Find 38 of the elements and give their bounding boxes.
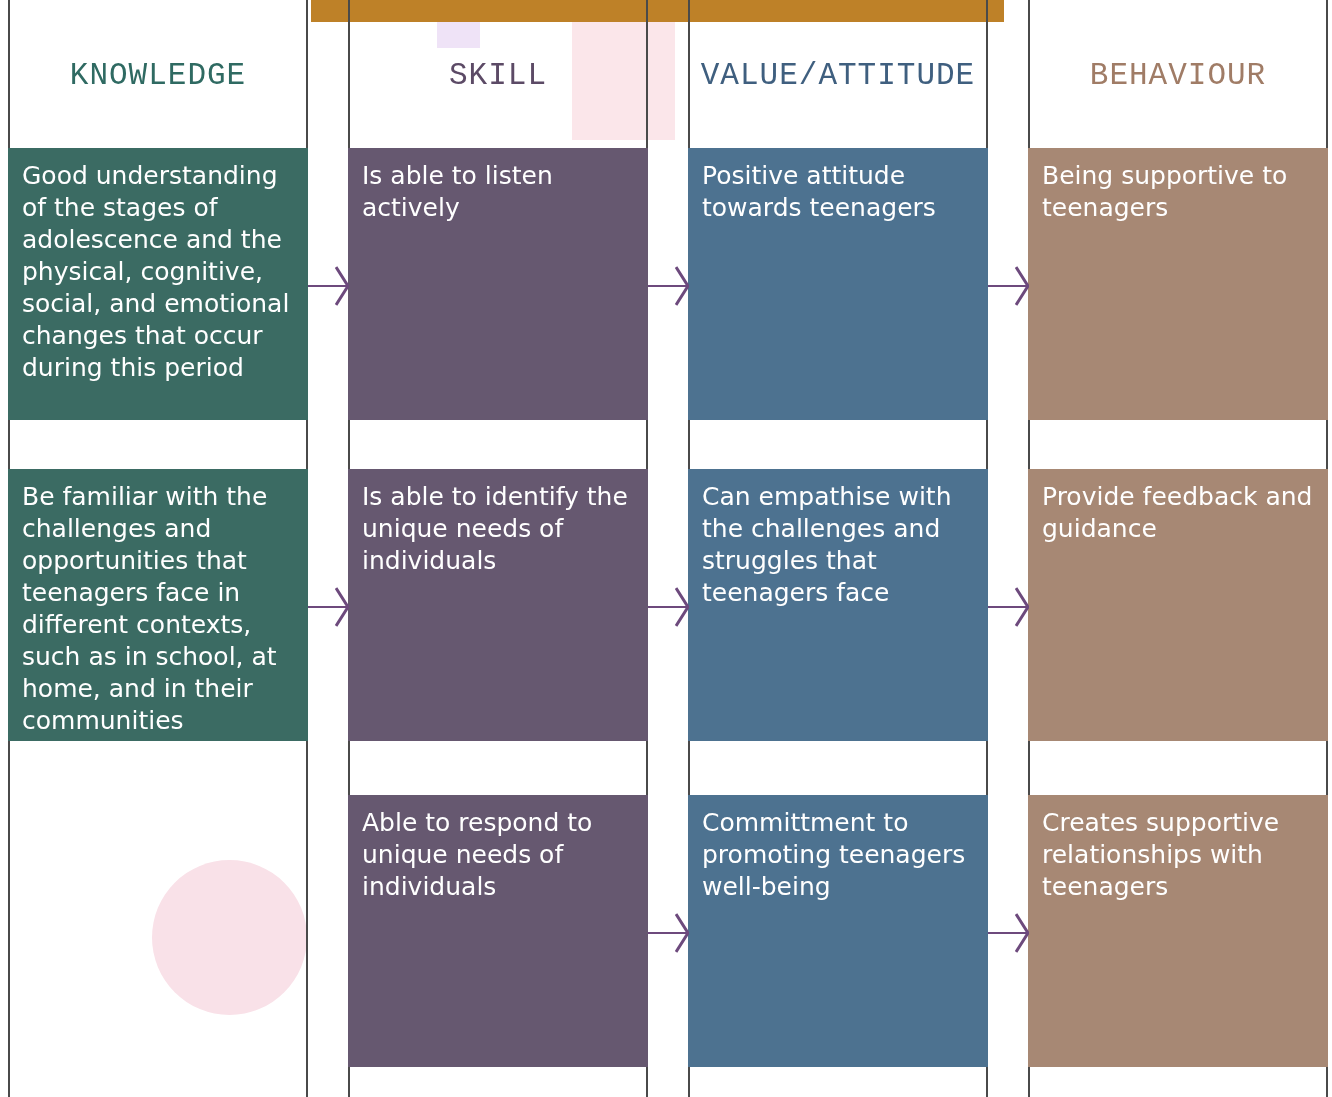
column-heading: SKILL <box>448 58 548 93</box>
chevron-arrow <box>647 265 690 307</box>
behaviour-card <box>1028 148 1328 420</box>
behaviour-card <box>1028 469 1328 741</box>
card-text: Able to respond to unique needs of individuals <box>362 807 594 903</box>
card-text: Provide feedback and guidance <box>1042 481 1314 545</box>
value-card <box>688 148 988 420</box>
card-text: Is able to identify the unique needs of individuals <box>362 481 629 577</box>
column-heading: BEHAVIOUR <box>1088 58 1268 93</box>
card-text: Being supportive to teenagers <box>1042 160 1289 224</box>
chevron-arrow <box>987 586 1030 628</box>
column-heading: VALUE/ATTITUDE <box>699 58 977 93</box>
knowledge-card <box>8 469 308 741</box>
skill-card <box>348 469 648 741</box>
column-heading: KNOWLEDGE <box>68 58 248 93</box>
knowledge-card <box>8 148 308 420</box>
chevron-arrow <box>987 265 1030 307</box>
chevron-arrow <box>307 265 350 307</box>
card-text: Be familiar with the challenges and opportunities that teenagers face in different contexts, such as in school, at home, and in their communities <box>22 481 278 737</box>
behaviour-card <box>1028 795 1328 1067</box>
skill-card <box>348 148 648 420</box>
chevron-arrow <box>647 586 690 628</box>
chevron-arrow <box>307 586 350 628</box>
chevron-arrow <box>987 912 1030 954</box>
value-card <box>688 795 988 1067</box>
skill-card <box>348 795 648 1067</box>
value-card <box>688 469 988 741</box>
card-text: Committment to promoting teenagers well-being <box>702 807 967 903</box>
card-text: Creates supportive relationships with teenagers <box>1042 807 1281 903</box>
card-text: Positive attitude towards teenagers <box>702 160 937 224</box>
column-frame <box>688 0 988 1097</box>
column-frame <box>348 0 648 1097</box>
chevron-arrow <box>647 912 690 954</box>
column-frame <box>1028 0 1328 1097</box>
column-frame <box>8 0 308 1097</box>
card-text: Can empathise with the challenges and struggles that teenagers face <box>702 481 953 609</box>
card-text: Is able to listen actively <box>362 160 554 224</box>
card-text: Good understanding of the stages of adolescence and the physical, cognitive, social, and emotional changes that occur during this period <box>22 160 291 384</box>
